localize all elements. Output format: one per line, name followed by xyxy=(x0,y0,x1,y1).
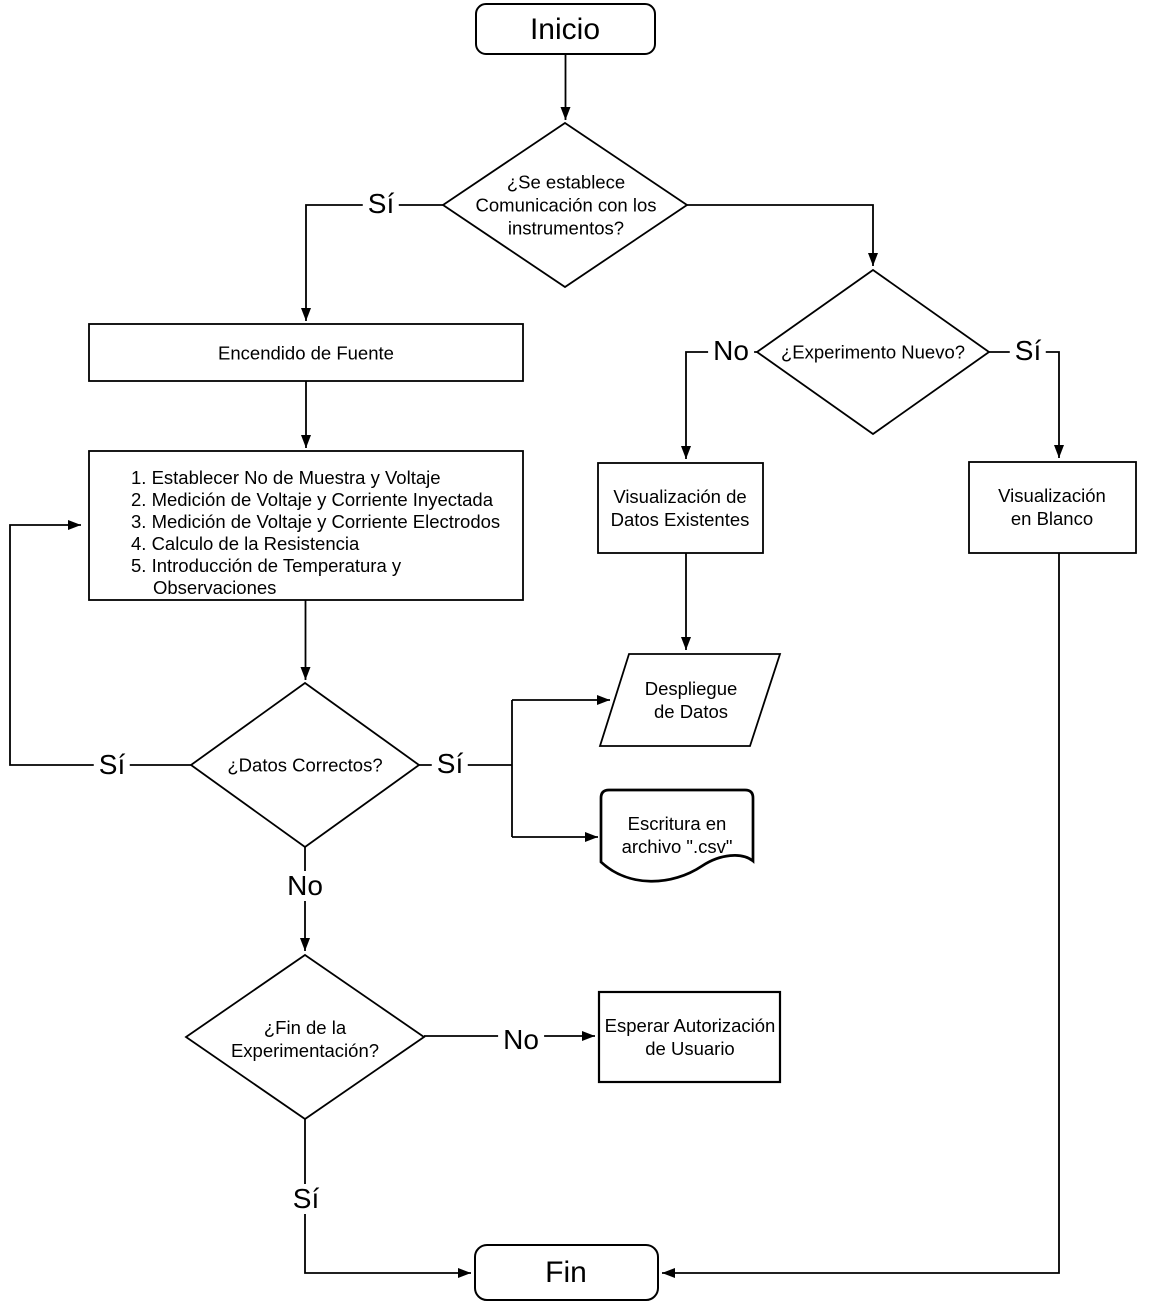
despliegue-datos-line1: Despliegue xyxy=(644,678,738,699)
proceso-medicion-shape xyxy=(88,450,524,601)
edge-comunicacion-to-experimento-nuevo xyxy=(687,204,878,266)
decision-fin-experimentacion-label: ¿Fin de la Experimentación? xyxy=(231,1016,379,1062)
proceso-step-5: 5. Introducción de Temperatura y Observa… xyxy=(131,555,402,598)
edge-viz-blanco-to-fin xyxy=(662,553,1060,1278)
proceso-step-3: 3. Medición de Voltaje y Corriente Elect… xyxy=(131,511,501,532)
edge-label-fin-exp-si: Sí xyxy=(287,1184,325,1214)
esperar-autorizacion-label: Esperar Autorización de Usuario xyxy=(605,1014,776,1060)
decision-comunicacion-shape xyxy=(441,121,689,289)
viz-en-blanco-shape xyxy=(968,461,1137,554)
edge-label-experimento-si: Sí xyxy=(1009,336,1047,366)
edge-comunicacion-si-to-encendido xyxy=(301,204,443,321)
edge-label-comunicacion-si: Sí xyxy=(362,189,400,219)
fin-terminator-shape xyxy=(474,1244,659,1301)
decision-comunicacion-line2: Comunicación con los xyxy=(475,194,657,216)
decision-experimento-nuevo-shape xyxy=(755,268,991,436)
edge-experimento-no-to-viz-existentes xyxy=(681,351,757,459)
inicio-label: Inicio xyxy=(529,13,601,46)
viz-en-blanco-line2: en Blanco xyxy=(1010,508,1094,529)
despliegue-datos-parallelogram-shape xyxy=(598,653,782,747)
viz-datos-existentes-shape xyxy=(597,462,764,554)
decision-experimento-nuevo-label: ¿Experimento Nuevo? xyxy=(780,341,966,363)
viz-datos-existentes-line2: Datos Existentes xyxy=(610,509,750,530)
decision-comunicacion-label: ¿Se establece Comunicación con los instr… xyxy=(476,171,657,240)
escritura-csv-document-shape xyxy=(599,788,755,883)
encendido-fuente-label: Encendido de Fuente xyxy=(218,342,394,364)
proceso-step-2: 2. Medición de Voltaje y Corriente Inyec… xyxy=(131,489,493,510)
edge-experimento-si-to-viz-blanco xyxy=(989,351,1064,458)
inicio-terminator-shape xyxy=(475,3,656,55)
viz-en-blanco-label: Visualización en Blanco xyxy=(998,484,1106,530)
edge-label-fin-exp-no: No xyxy=(498,1025,544,1055)
escritura-csv-line2: archivo ".csv" xyxy=(621,836,733,857)
decision-fin-experimentacion-line2: Experimentación? xyxy=(230,1040,380,1061)
escritura-csv-label: Escritura en archivo ".csv" xyxy=(622,812,733,858)
encendido-fuente-shape xyxy=(88,323,524,382)
viz-datos-existentes-label: Visualización de Datos Existentes xyxy=(611,485,750,531)
proceso-medicion-steps: 1. Establecer No de Muestra y Voltaje 2.… xyxy=(131,467,516,599)
despliegue-datos-line2: de Datos xyxy=(653,701,729,722)
edge-label-experimento-no: No xyxy=(708,336,754,366)
edge-label-datos-no: No xyxy=(282,871,328,901)
viz-datos-existentes-line1: Visualización de xyxy=(613,486,747,507)
decision-datos-correctos-label: ¿Datos Correctos? xyxy=(227,754,383,776)
viz-en-blanco-line1: Visualización xyxy=(998,485,1106,506)
fin-label: Fin xyxy=(545,1256,587,1289)
proceso-step-1: 1. Establecer No de Muestra y Voltaje xyxy=(131,467,441,488)
escritura-csv-line1: Escritura en xyxy=(627,813,727,834)
decision-fin-experimentacion-shape xyxy=(184,953,426,1121)
edge-fin-exp-si-to-fin xyxy=(304,1119,471,1278)
decision-fin-experimentacion-line1: ¿Fin de la xyxy=(263,1017,347,1038)
decision-comunicacion-line3: instrumentos? xyxy=(507,217,625,239)
despliegue-datos-label: Despliegue de Datos xyxy=(645,677,738,723)
edge-label-datos-si-salida: Sí xyxy=(431,749,469,779)
decision-datos-correctos-shape xyxy=(189,681,421,849)
proceso-step-4: 4. Calculo de la Resistencia xyxy=(131,533,360,554)
edge-label-datos-si-loop: Sí xyxy=(93,750,131,780)
esperar-autorizacion-line2: de Usuario xyxy=(645,1038,735,1059)
esperar-autorizacion-shape xyxy=(597,990,782,1084)
esperar-autorizacion-line1: Esperar Autorización xyxy=(604,1015,776,1036)
decision-comunicacion-line1: ¿Se establece xyxy=(506,171,626,193)
